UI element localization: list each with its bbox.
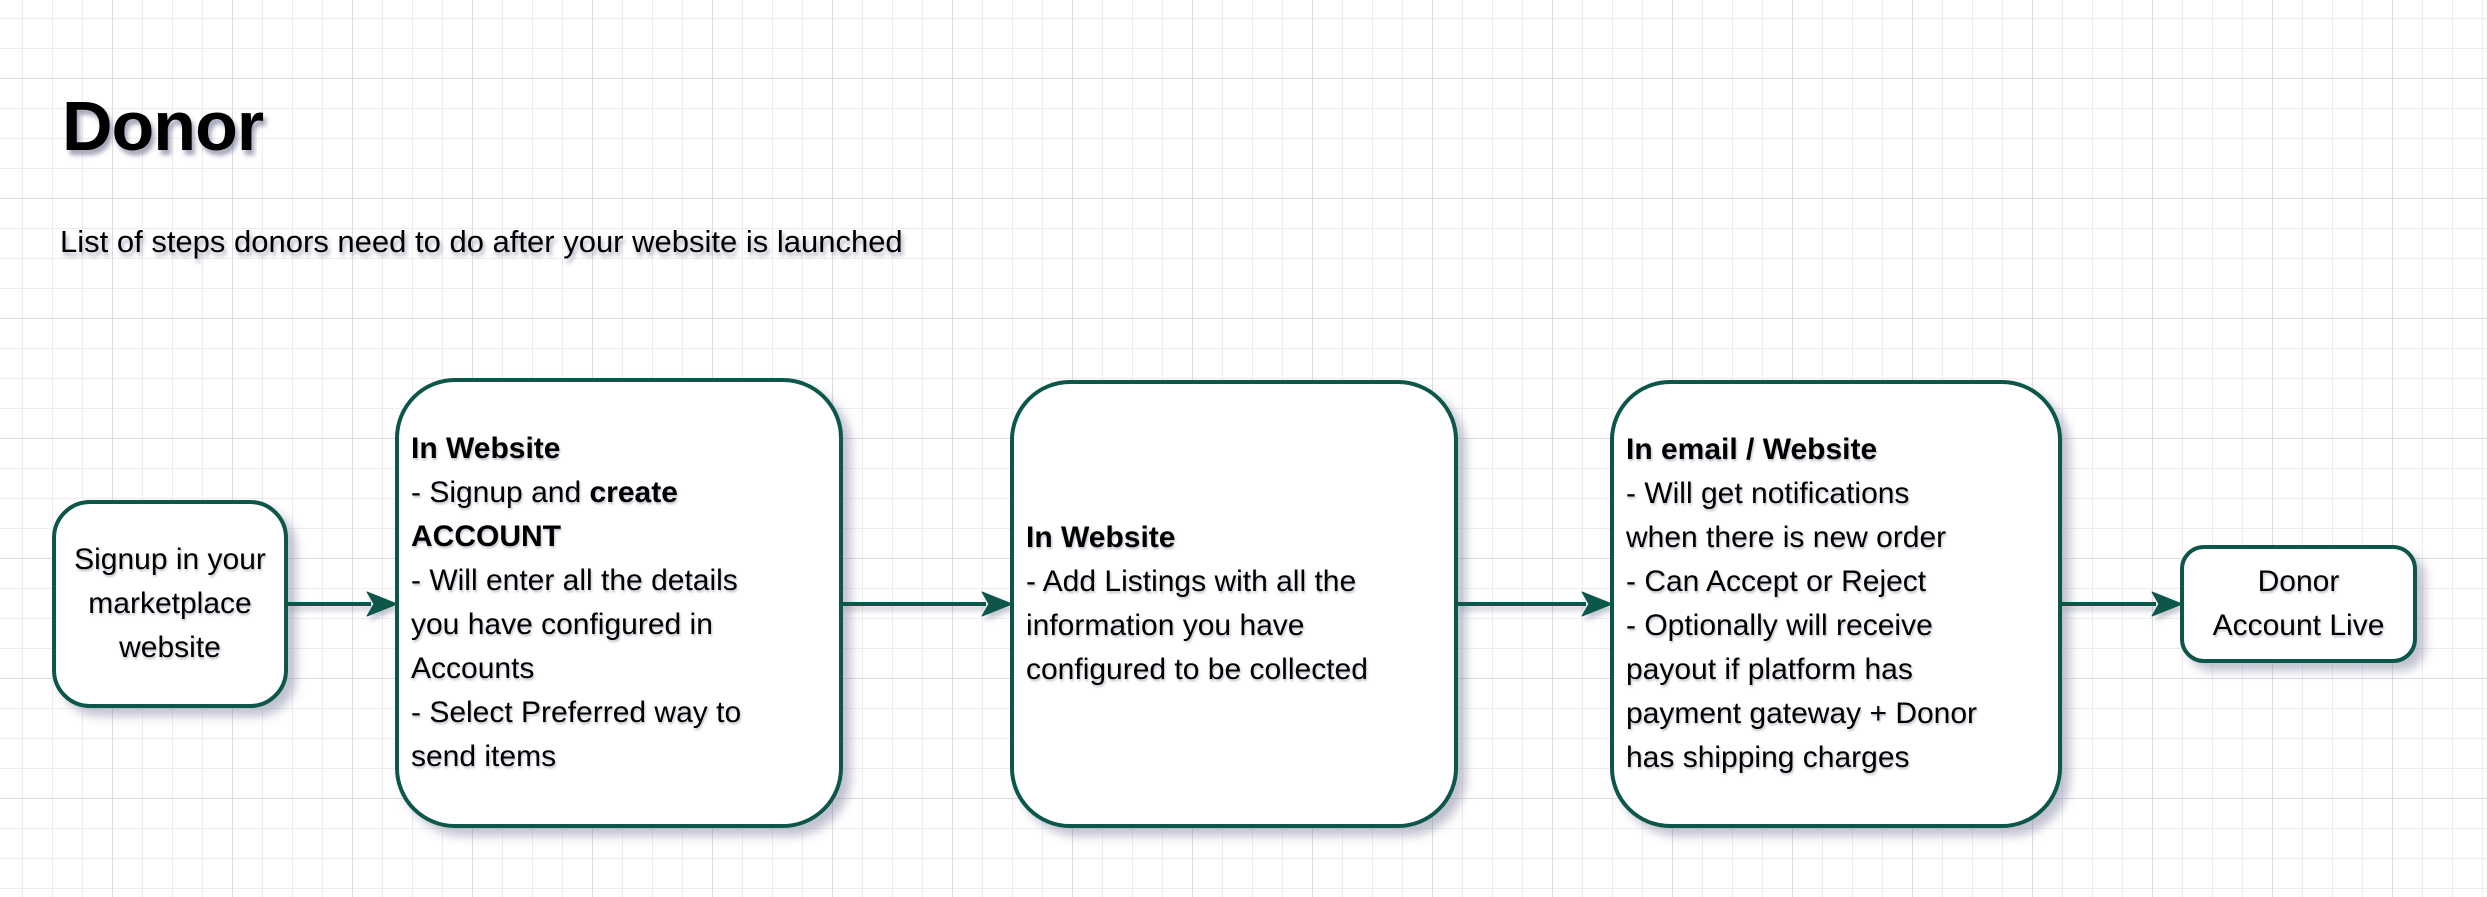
flow-node-website-add-listings: In Website - Add Listings with all the i… bbox=[1010, 380, 1458, 828]
node-body: - Signup and bbox=[411, 476, 582, 509]
flow-node-signup-marketplace: Signup in your marketplace website bbox=[52, 500, 288, 708]
node-body-bold: create ACCOUNT bbox=[411, 476, 678, 553]
flow-arrow-3 bbox=[1456, 591, 1613, 617]
page-subtitle: List of steps donors need to do after yo… bbox=[60, 224, 903, 259]
node-text: In email / Website - Will get notificati… bbox=[1626, 428, 1977, 780]
node-text: Donor Account Live bbox=[2212, 565, 2385, 642]
flow-node-donor-account-live: Donor Account Live bbox=[2180, 545, 2417, 663]
node-title: In email / Website bbox=[1626, 433, 1878, 466]
node-title: In Website bbox=[1026, 521, 1176, 554]
node-text: In Website - Signup and create ACCOUNT -… bbox=[411, 427, 741, 779]
node-title: In Website bbox=[411, 432, 561, 465]
flow-arrow-4 bbox=[2060, 591, 2183, 617]
node-body: - Add Listings with all the information … bbox=[1026, 565, 1368, 686]
flow-arrow-2 bbox=[841, 591, 1013, 617]
flow-arrow-1 bbox=[286, 591, 398, 617]
node-text: In Website - Add Listings with all the i… bbox=[1026, 516, 1368, 692]
node-body: - Will enter all the details you have co… bbox=[411, 564, 742, 773]
flow-node-website-create-account: In Website - Signup and create ACCOUNT -… bbox=[395, 378, 843, 828]
node-body: - Will get notifications when there is n… bbox=[1626, 477, 1978, 774]
page-title: Donor bbox=[62, 87, 264, 165]
flow-node-email-website-orders: In email / Website - Will get notificati… bbox=[1610, 380, 2062, 828]
node-text: Signup in your marketplace website bbox=[74, 543, 266, 664]
